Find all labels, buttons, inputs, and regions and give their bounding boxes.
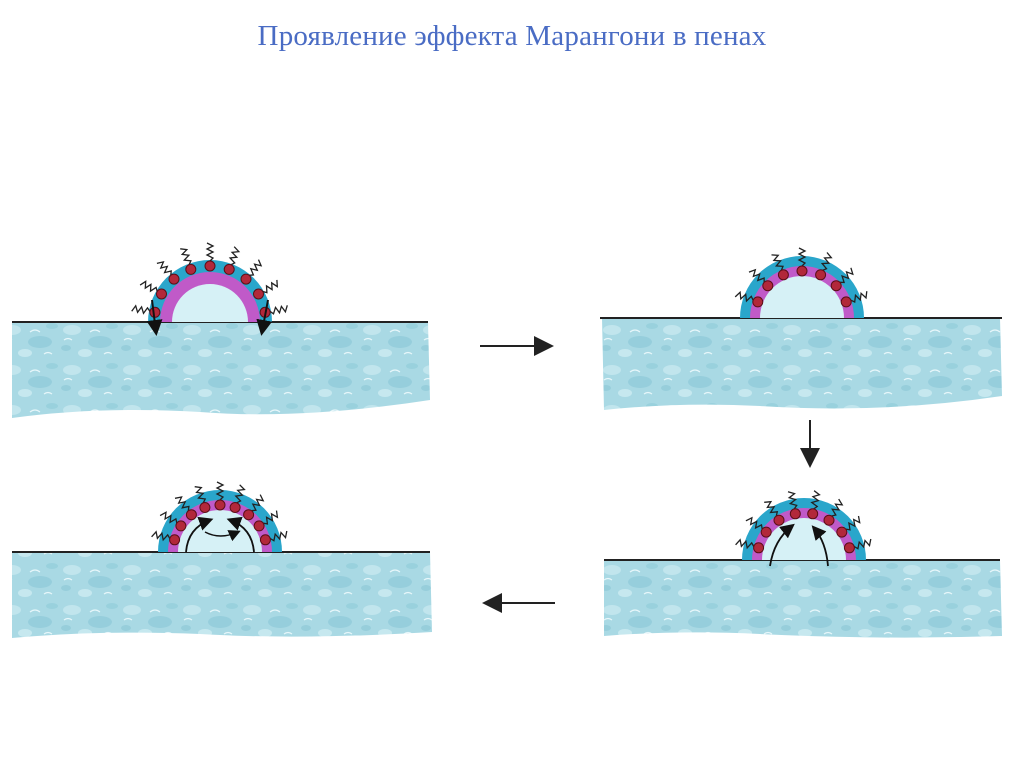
flow-arrow-right — [256, 299, 273, 336]
surfactant-head — [836, 526, 848, 538]
surfactant-tail — [262, 279, 279, 294]
surfactant-tail — [735, 538, 755, 550]
surfactant-tail — [850, 291, 868, 303]
stage-3 — [604, 490, 1002, 638]
surfactant-head — [823, 514, 835, 526]
surfactant-tail — [205, 242, 215, 262]
surfactant-head — [789, 508, 801, 520]
surfactants — [131, 242, 288, 318]
surfactant-tail — [269, 530, 288, 542]
surfactant-head — [223, 263, 235, 275]
surfactant-head — [169, 534, 181, 546]
flow-arrow-left — [769, 523, 795, 567]
liquid-layer — [12, 322, 430, 418]
surfactant-head — [204, 260, 216, 272]
surfactant-head — [752, 296, 764, 308]
surfactant-head — [240, 273, 252, 285]
surfactant-tail — [151, 530, 171, 542]
surfactant-tail — [174, 496, 190, 511]
surfactant-tail — [787, 491, 798, 510]
surfactant-head — [229, 502, 241, 513]
surfactant-tail — [194, 486, 207, 504]
surfactant-head — [214, 499, 226, 511]
surfactant-tail — [820, 252, 833, 271]
surfactant-head — [760, 526, 772, 538]
surfactant-tail — [159, 511, 178, 524]
surfactant-tail — [764, 500, 779, 517]
surfactant-tail — [251, 494, 265, 512]
surfactants — [734, 247, 868, 308]
surfactant-tail — [180, 248, 192, 265]
surfactant-tail — [215, 481, 225, 501]
surfactant-tail — [748, 268, 765, 283]
surfactant-head — [175, 520, 187, 532]
surfactant-tail — [234, 484, 246, 504]
surfactant-tail — [139, 280, 158, 293]
surfactant-tail — [131, 304, 151, 315]
surfactant-head — [259, 534, 271, 546]
surfactant-tail — [797, 247, 807, 267]
surfactant-tail — [734, 290, 754, 303]
surfactant-head — [156, 288, 167, 300]
surfactant-head — [840, 296, 852, 308]
surfactant-head — [807, 508, 819, 520]
surfactant-head — [796, 265, 808, 277]
liquid-layer — [602, 318, 1002, 410]
surfactant-head — [753, 542, 765, 554]
surfactant-head — [773, 514, 785, 526]
surfactant-head — [168, 273, 180, 285]
surfactants — [151, 481, 288, 546]
surfactant-tail — [839, 267, 854, 284]
flow-arrow-right — [811, 525, 829, 567]
surfactant-tail — [263, 510, 279, 525]
slide-title: Проявление эффекта Марангони в пенах — [257, 20, 767, 52]
surfactant-head — [762, 280, 774, 292]
surfactant-tail — [831, 498, 844, 517]
stage-4 — [12, 481, 432, 638]
surfactant-tail — [156, 260, 172, 276]
flow-arrow-left — [146, 299, 163, 336]
surfactant-head — [815, 269, 827, 281]
surfactant-head — [185, 263, 197, 275]
surfactant-tail — [269, 304, 288, 315]
surfactant-tail — [771, 254, 784, 271]
surfactant-tail — [249, 259, 263, 276]
flow-arrow-circulation-top — [204, 530, 241, 542]
liquid-layer — [12, 552, 432, 638]
liquid-layer — [604, 560, 1002, 638]
surfactants — [735, 490, 872, 554]
surfactant-tail — [845, 515, 861, 531]
surfactant-tail — [853, 538, 872, 550]
bubble-gas — [172, 284, 248, 322]
surfactant-head — [253, 520, 265, 532]
stage-1 — [12, 242, 430, 418]
surfactant-head — [843, 542, 855, 554]
surfactant-head — [253, 288, 264, 300]
surfactant-tail — [228, 246, 241, 266]
surfactant-head — [243, 509, 255, 521]
stage-2 — [600, 247, 1002, 410]
flow-arrow-circulation-left — [185, 516, 214, 553]
surfactant-head — [199, 502, 211, 513]
surfactant-tail — [810, 490, 821, 510]
surfactant-tail — [745, 516, 763, 530]
flow-arrow-circulation-right — [226, 516, 255, 553]
surfactant-head — [777, 269, 789, 281]
bubble-gas — [760, 276, 844, 318]
surfactant-head — [185, 509, 197, 521]
surfactant-head — [830, 280, 842, 292]
